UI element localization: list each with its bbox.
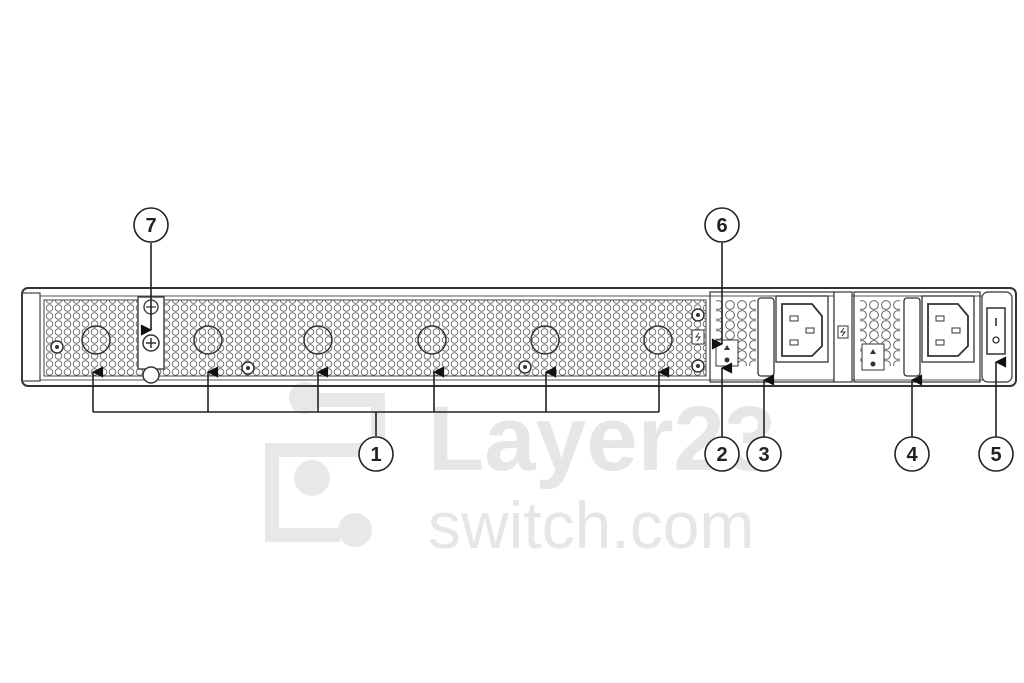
psu-2-ac-inlet-icon	[927, 303, 969, 357]
callout-3: 3	[746, 436, 782, 472]
power-off-symbol-icon	[992, 336, 1000, 344]
power-switch[interactable]	[981, 291, 1013, 383]
callouts: 1 2 3 4 5 6 7	[133, 207, 1014, 472]
psu-2-fault-led-icon	[870, 349, 876, 354]
callout-5: 5	[978, 436, 1014, 472]
leader-lines	[91, 243, 1007, 437]
power-supply-1	[709, 291, 835, 383]
callout-2-label: 2	[716, 444, 727, 466]
callout-1: 1	[358, 436, 394, 472]
fan-5-hub-icon	[530, 325, 560, 355]
callout-7-label: 7	[145, 215, 156, 237]
psu-1-fault-led-icon	[724, 345, 730, 350]
psu-1-handle	[757, 297, 775, 377]
psu-1-ok-led-icon	[724, 357, 730, 363]
left-rack-ear	[21, 292, 41, 382]
fan-4-hub-icon	[417, 325, 447, 355]
callout-3-label: 3	[758, 444, 769, 466]
fan-6-hub-icon	[643, 325, 673, 355]
callout-6: 6	[704, 207, 740, 243]
watermark-line2: switch.com	[428, 488, 754, 562]
callout-2: 2	[704, 436, 740, 472]
fan-3-hub-icon	[303, 325, 333, 355]
grille-screws	[50, 308, 705, 375]
power-supply-2	[853, 291, 981, 383]
callout-7: 7	[133, 207, 169, 243]
psu-divider	[833, 291, 853, 383]
callout-4-label: 4	[906, 444, 918, 466]
watermark: Layer23 switch.com	[265, 382, 776, 562]
fan-2-hub-icon	[193, 325, 223, 355]
callout-4: 4	[894, 436, 930, 472]
callout-6-label: 6	[716, 215, 727, 237]
callout-5-label: 5	[990, 444, 1001, 466]
psu-1-ac-inlet-icon	[781, 303, 823, 357]
watermark-logo-dots	[289, 382, 372, 547]
callout-1-label: 1	[370, 444, 381, 466]
psu-2-ok-led-icon	[870, 361, 876, 367]
psu-2-handle	[903, 297, 921, 377]
fan-1-hub-icon	[81, 325, 111, 355]
psu-2-led-panel	[861, 343, 885, 371]
watermark-logo-icon	[265, 393, 385, 542]
